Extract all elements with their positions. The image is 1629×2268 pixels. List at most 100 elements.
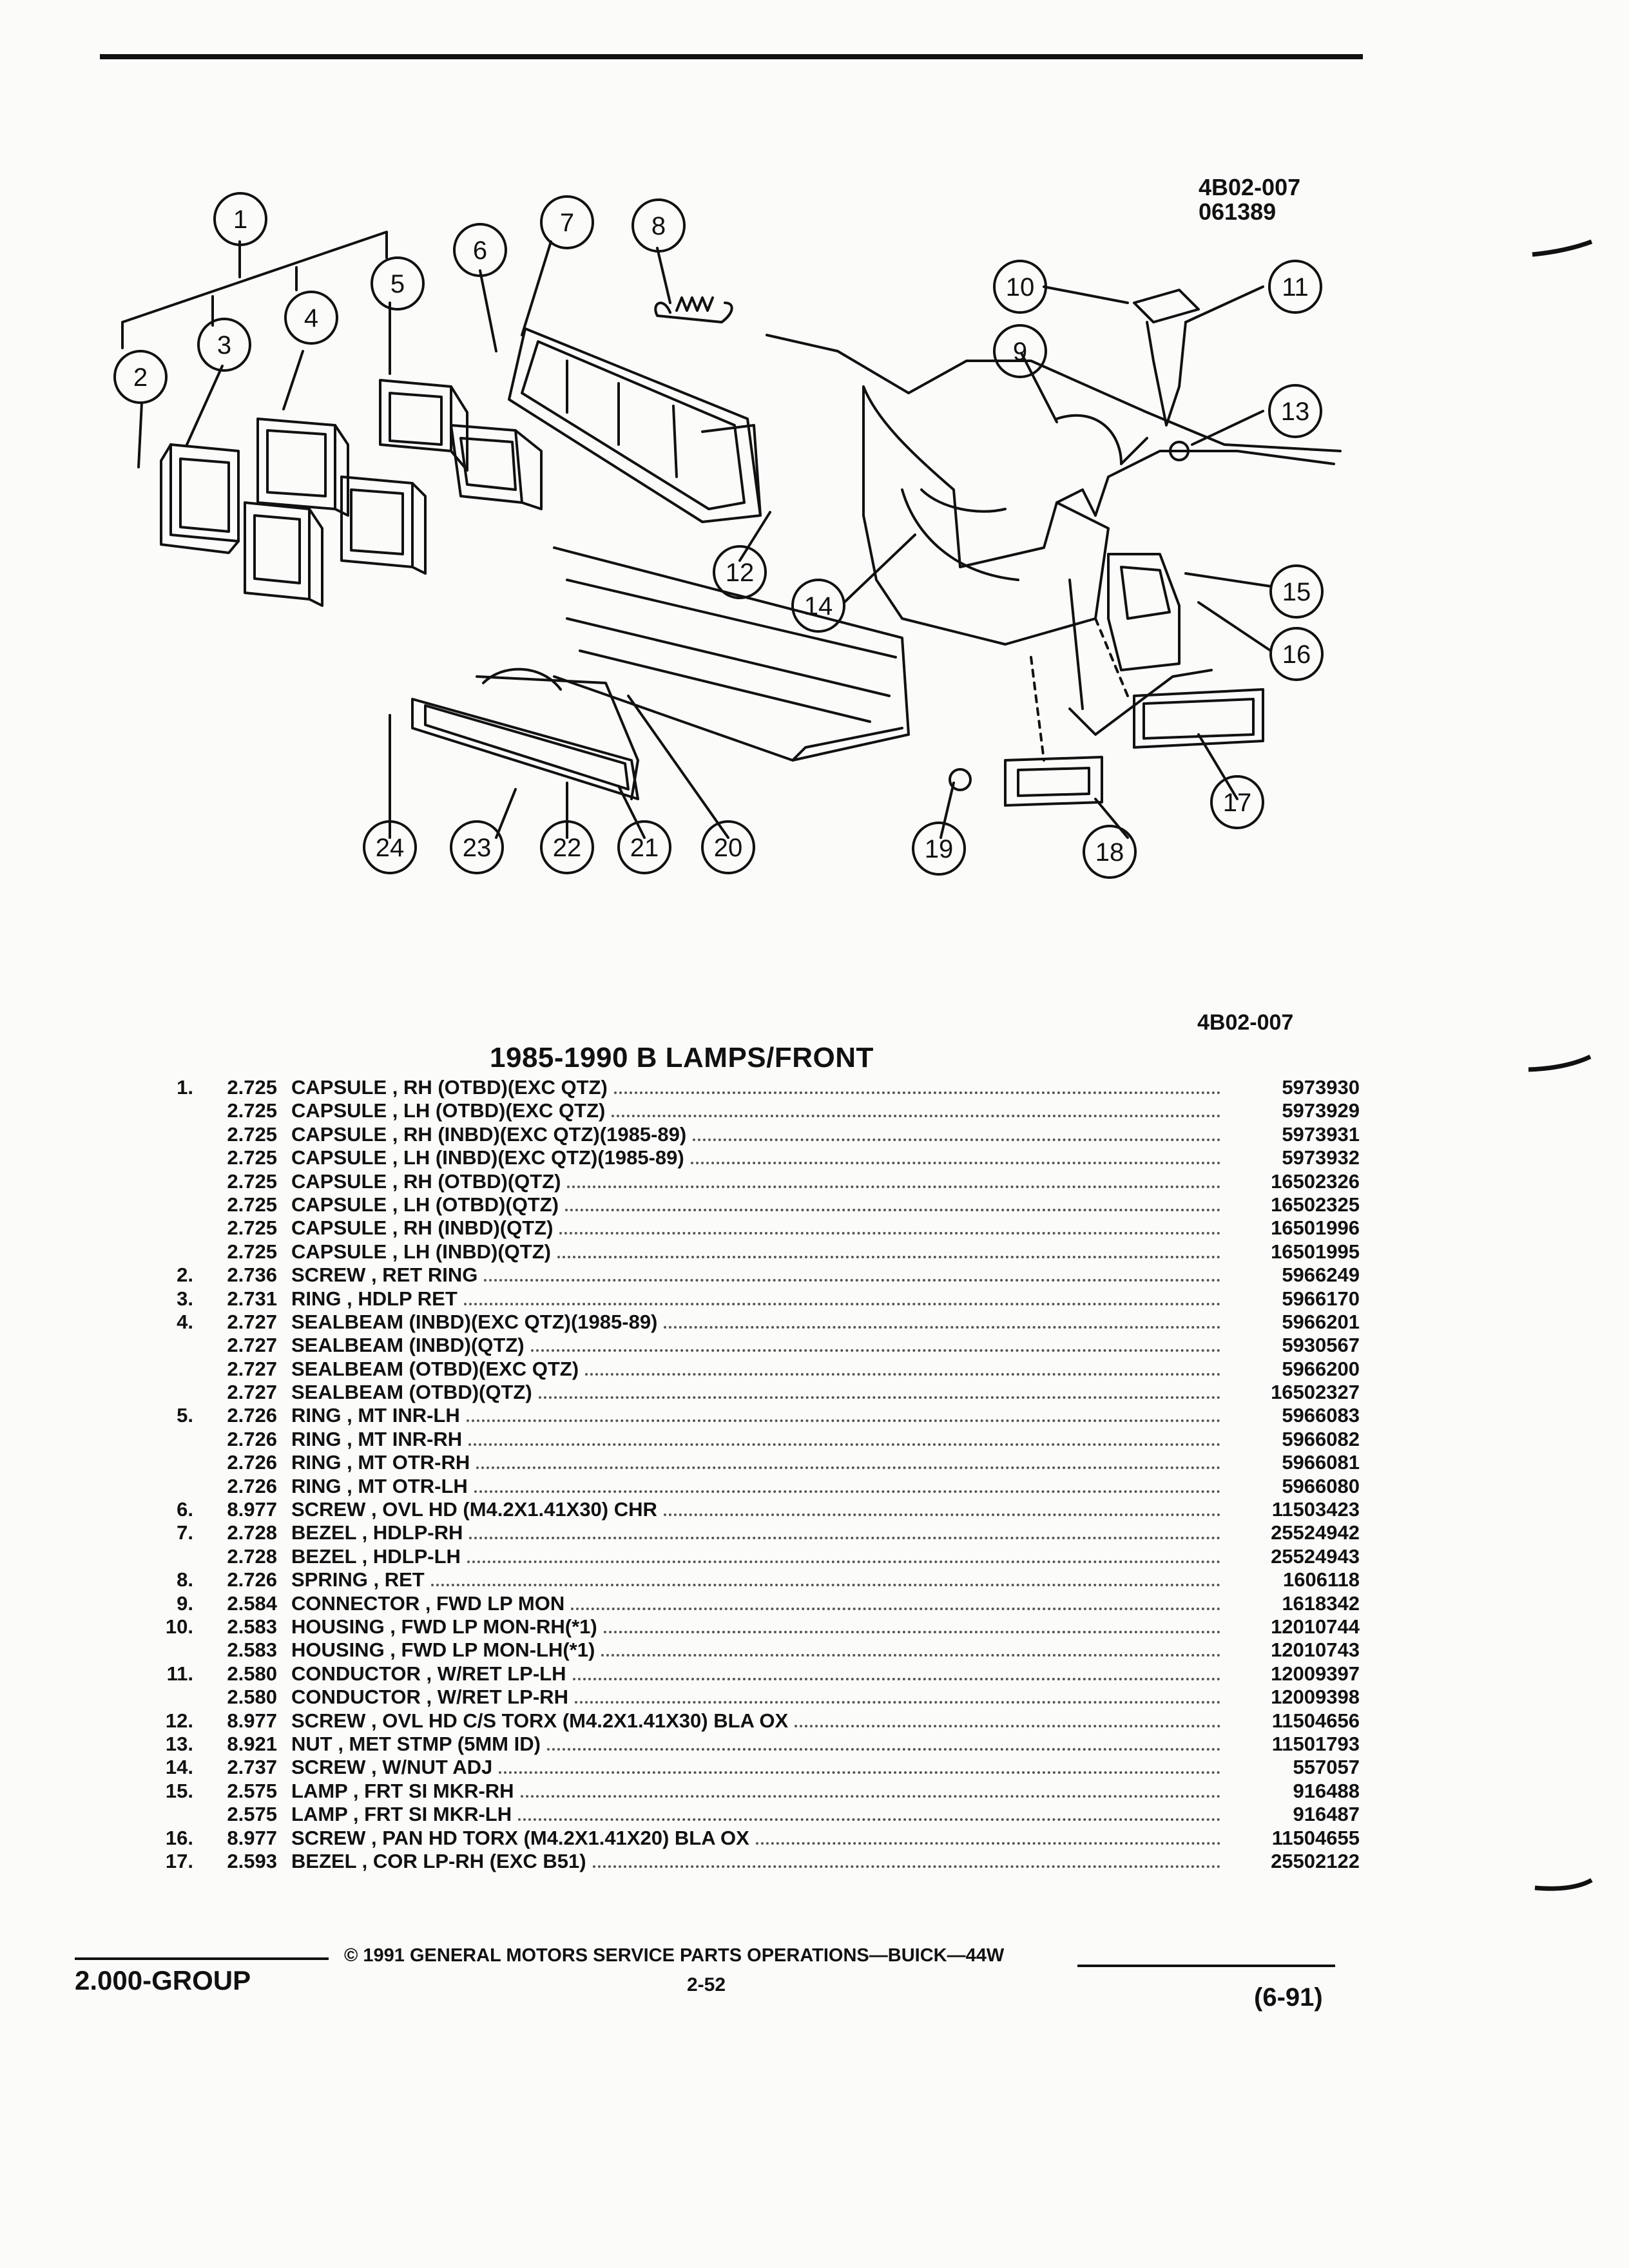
leader-dots — [469, 1537, 1220, 1540]
part-number: 5966249 — [1282, 1264, 1360, 1287]
part-description: SEALBEAM (INBD)(EXC QTZ)(1985-89) — [291, 1310, 658, 1333]
figure-date-code: 061389 — [1199, 198, 1277, 225]
part-description: CAPSULE , RH (OTBD)(QTZ) — [291, 1169, 561, 1193]
part-description: NUT , MET STMP (5MM ID) — [291, 1732, 541, 1755]
parts-row: 2.727 SEALBEAM (OTBD)(EXC QTZ) 5966200 — [148, 1358, 1360, 1381]
leader-dots — [601, 1654, 1220, 1657]
part-description: CAPSULE , LH (OTBD)(QTZ) — [291, 1193, 559, 1216]
part-description: BEZEL , COR LP-RH (EXC B51) — [291, 1849, 586, 1872]
svg-text:5: 5 — [390, 270, 405, 298]
leader-dots — [693, 1138, 1220, 1141]
part-number: 1606118 — [1283, 1568, 1360, 1591]
part-description: RING , MT OTR-LH — [291, 1474, 468, 1497]
part-description: SCREW , RET RING — [291, 1264, 478, 1287]
part-description: SEALBEAM (INBD)(QTZ) — [291, 1334, 525, 1357]
callout-1: 1 — [213, 192, 267, 246]
callout-13: 13 — [1268, 384, 1322, 438]
leader-dots — [571, 1607, 1220, 1610]
catalog-number: 2.725 — [227, 1240, 277, 1263]
part-number: 5966200 — [1282, 1357, 1360, 1380]
item-number: 5. — [177, 1404, 193, 1427]
footer-copyright: © 1991 GENERAL MOTORS SERVICE PARTS OPER… — [344, 1945, 1005, 1966]
item-number: 10. — [165, 1615, 193, 1638]
svg-text:21: 21 — [630, 834, 659, 862]
catalog-number: 2.725 — [227, 1076, 277, 1099]
catalog-number: 2.727 — [227, 1310, 277, 1333]
leader-dots — [572, 1677, 1220, 1680]
svg-text:24: 24 — [376, 834, 405, 862]
leader-dots — [603, 1630, 1220, 1633]
catalog-number: 8.977 — [227, 1709, 277, 1732]
svg-text:3: 3 — [217, 331, 231, 360]
callout-4: 4 — [284, 291, 338, 345]
leader-dots — [574, 1701, 1220, 1704]
catalog-number: 2.725 — [227, 1169, 277, 1193]
part-description: CAPSULE , LH (OTBD)(EXC QTZ) — [291, 1099, 606, 1122]
callout-20: 20 — [701, 820, 755, 874]
item-number: 3. — [177, 1287, 193, 1310]
catalog-number: 2.728 — [227, 1544, 277, 1568]
catalog-number: 2.580 — [227, 1686, 277, 1709]
callout-16: 16 — [1269, 627, 1324, 681]
callout-3: 3 — [197, 318, 251, 372]
part-description: CONNECTOR , FWD LP MON — [291, 1591, 565, 1615]
catalog-number: 2.725 — [227, 1122, 277, 1146]
callout-1-leader — [121, 231, 388, 349]
svg-text:1: 1 — [233, 206, 247, 234]
catalog-number: 2.737 — [227, 1756, 277, 1779]
leader-dots — [546, 1747, 1220, 1751]
part-description: SEALBEAM (OTBD)(EXC QTZ) — [291, 1357, 579, 1380]
svg-text:4: 4 — [304, 304, 318, 332]
part-description: HOUSING , FWD LP MON-RH(*1) — [291, 1615, 597, 1638]
catalog-number: 8.977 — [227, 1498, 277, 1521]
catalog-number: 2.726 — [227, 1427, 277, 1450]
exploded-parts-diagram: 1 2 3 4 5 6 7 8 9 10 11 12 13 14 15 16 1… — [113, 192, 1593, 879]
part-number: 5973932 — [1282, 1146, 1360, 1169]
part-number: 16501995 — [1271, 1240, 1360, 1263]
leader-dots — [585, 1372, 1220, 1376]
item-number: 13. — [165, 1732, 193, 1755]
catalog-number: 2.725 — [227, 1146, 277, 1169]
part-number: 12009397 — [1271, 1662, 1360, 1685]
catalog-number: 2.726 — [227, 1404, 277, 1427]
item-number: 11. — [166, 1662, 193, 1685]
leader-dots — [467, 1560, 1220, 1563]
svg-text:22: 22 — [553, 834, 582, 862]
catalog-number: 2.726 — [227, 1451, 277, 1474]
catalog-number: 2.575 — [227, 1803, 277, 1826]
footer-rule-left — [75, 1957, 329, 1960]
item-number: 8. — [177, 1568, 193, 1591]
part-description: CONDUCTOR , W/RET LP-RH — [291, 1686, 568, 1709]
catalog-number: 2.726 — [227, 1568, 277, 1591]
part-number: 1618342 — [1282, 1591, 1360, 1615]
callout-22: 22 — [540, 820, 594, 874]
part-description: RING , MT INR-RH — [291, 1427, 463, 1450]
catalog-number: 2.727 — [227, 1381, 277, 1404]
catalog-number: 2.725 — [227, 1099, 277, 1122]
callout-9: 9 — [993, 324, 1047, 378]
part-number: 5973930 — [1282, 1076, 1360, 1099]
catalog-number: 2.727 — [227, 1357, 277, 1380]
footer-date: (6-91) — [1254, 1983, 1323, 2012]
catalog-number: 2.575 — [227, 1779, 277, 1802]
part-number: 5966082 — [1282, 1427, 1360, 1450]
item-number: 2. — [177, 1264, 193, 1287]
part-number: 16502327 — [1271, 1381, 1360, 1404]
leader-dots — [520, 1794, 1220, 1798]
part-description: CONDUCTOR , W/RET LP-LH — [291, 1662, 566, 1685]
